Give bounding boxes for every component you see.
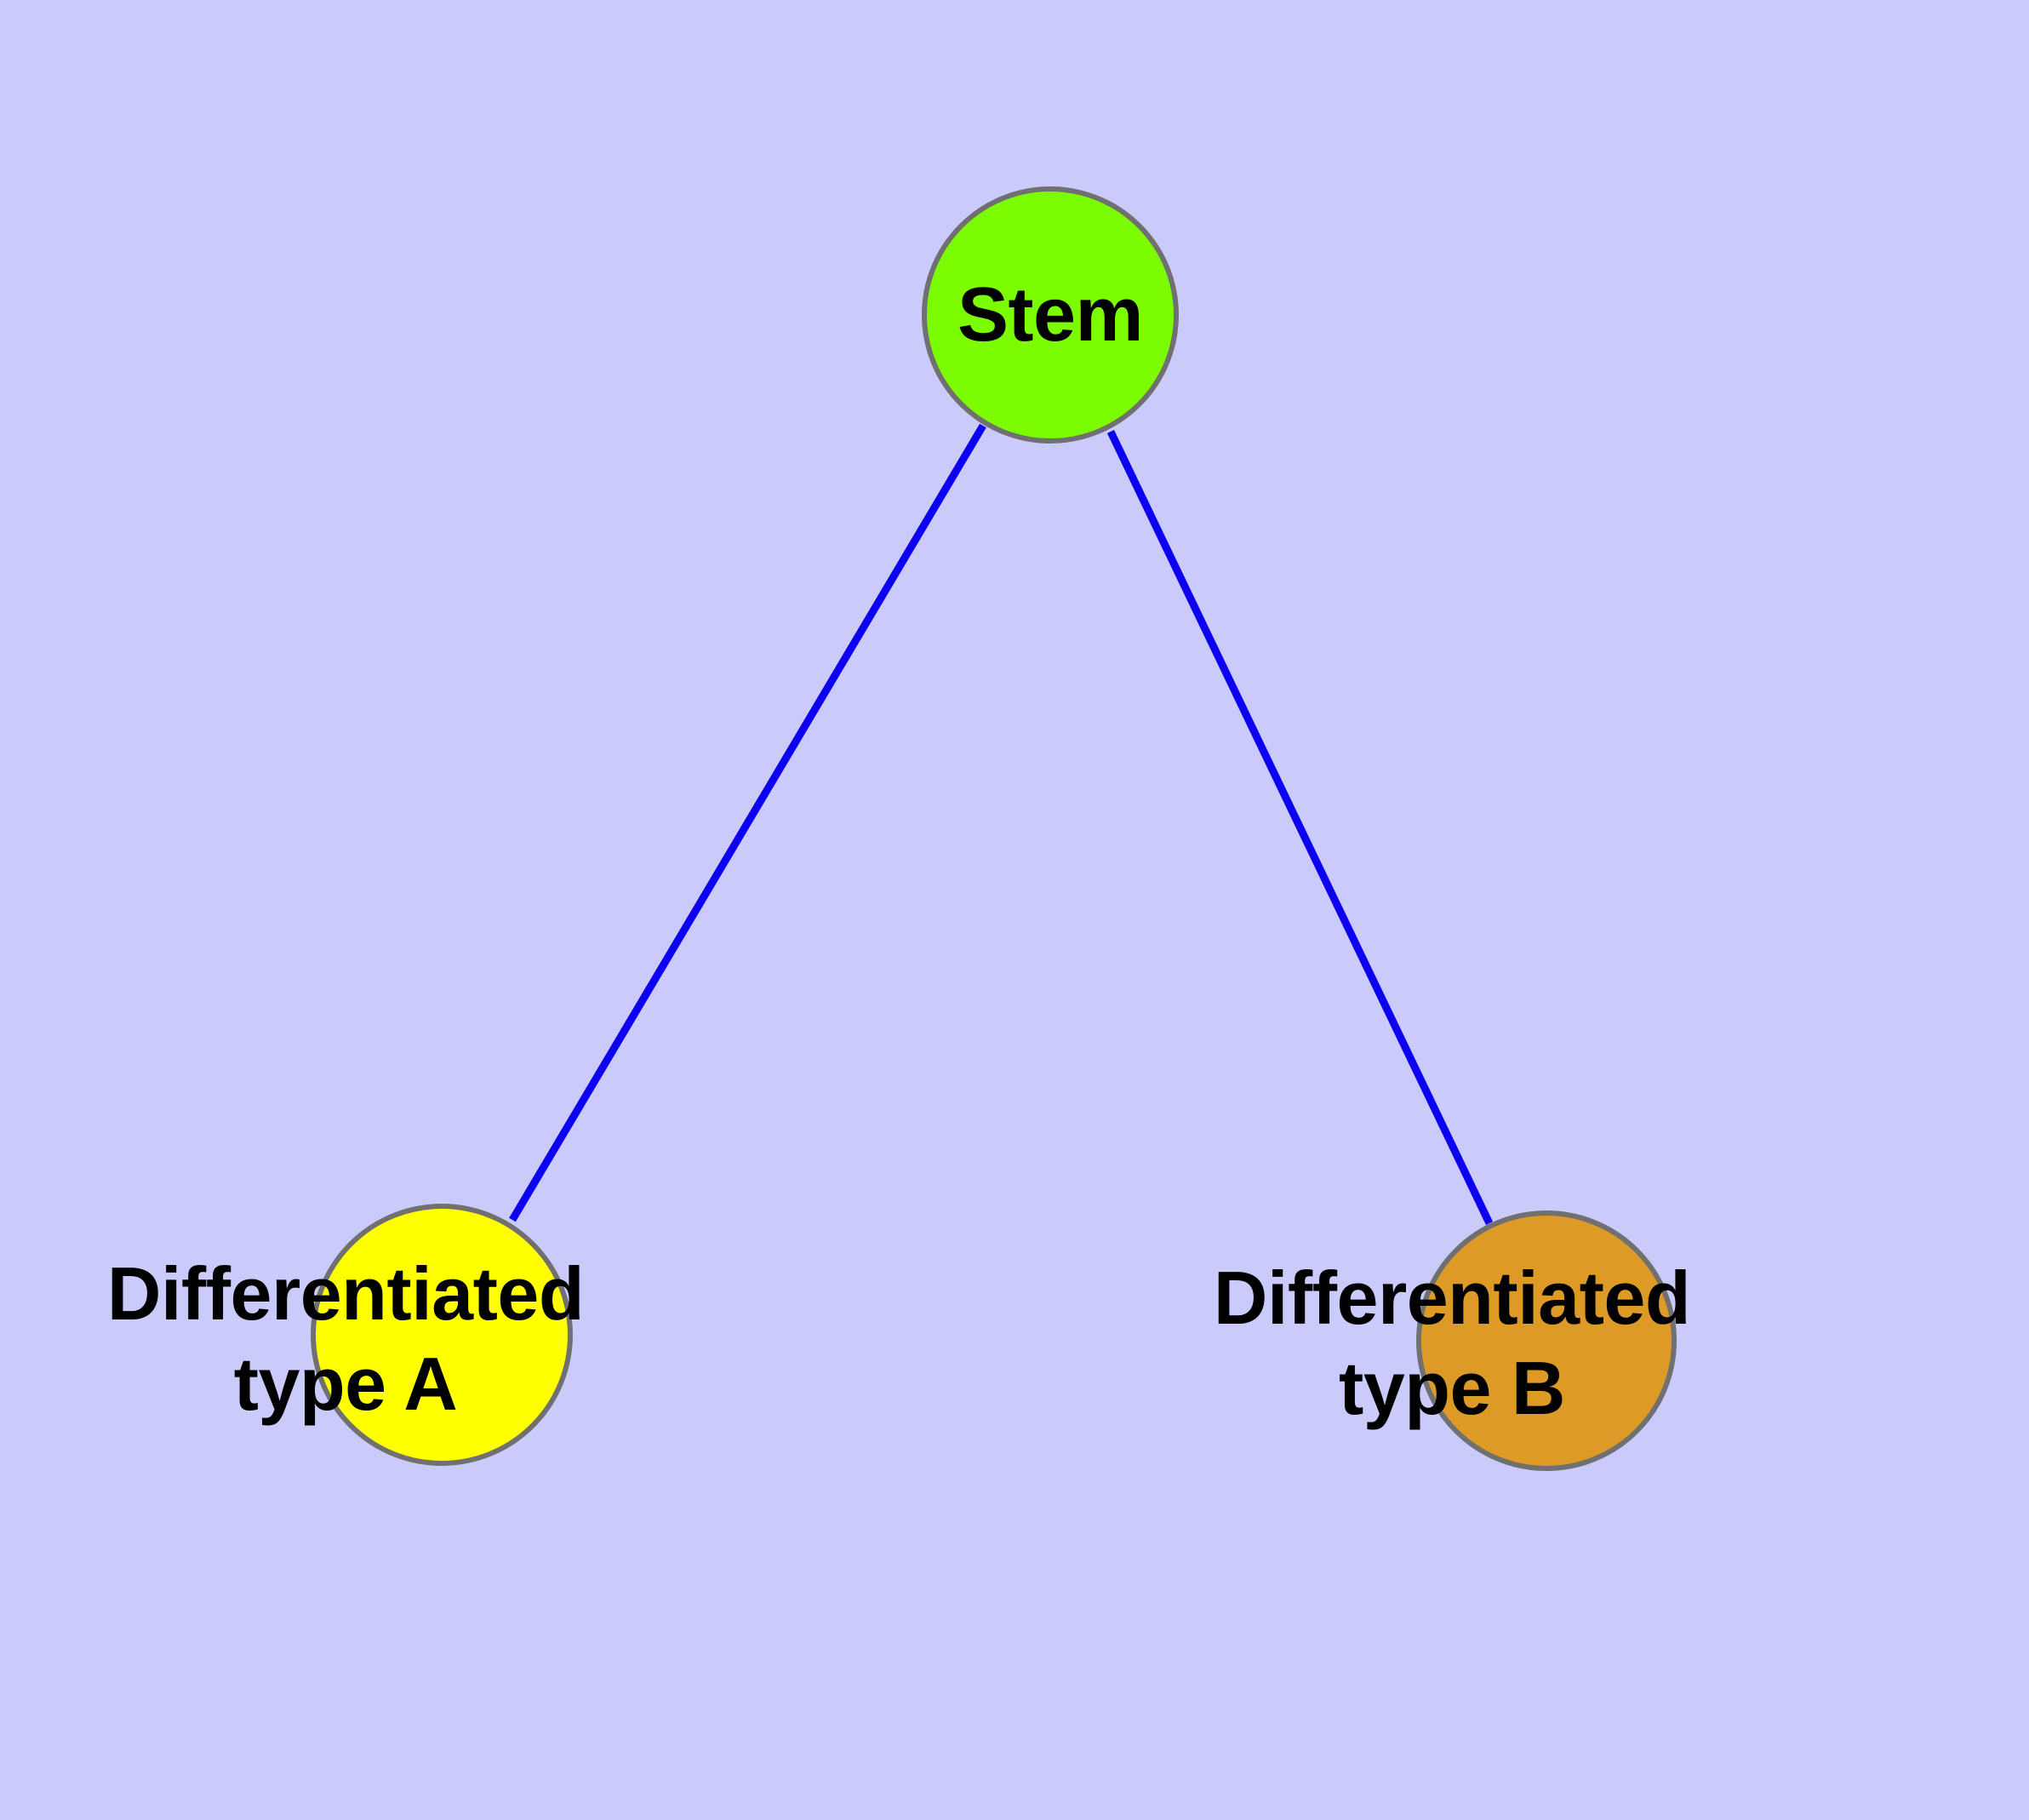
edge-stem-to-type-a[interactable] (509, 423, 986, 1222)
edge-stem-to-type-b[interactable] (1106, 430, 1494, 1225)
node-differentiated-type-a[interactable] (311, 1204, 573, 1466)
node-stem[interactable] (922, 186, 1179, 444)
edge-layer (509, 423, 1494, 1225)
node-label-differentiated-type-b: Differentiated type B (1213, 1256, 1691, 1430)
node-label-stem: Stem (957, 272, 1144, 358)
node-label-differentiated-type-a: Differentiated type A (106, 1251, 585, 1426)
node-layer (311, 186, 1677, 1471)
node-differentiated-type-b[interactable] (1416, 1210, 1677, 1471)
